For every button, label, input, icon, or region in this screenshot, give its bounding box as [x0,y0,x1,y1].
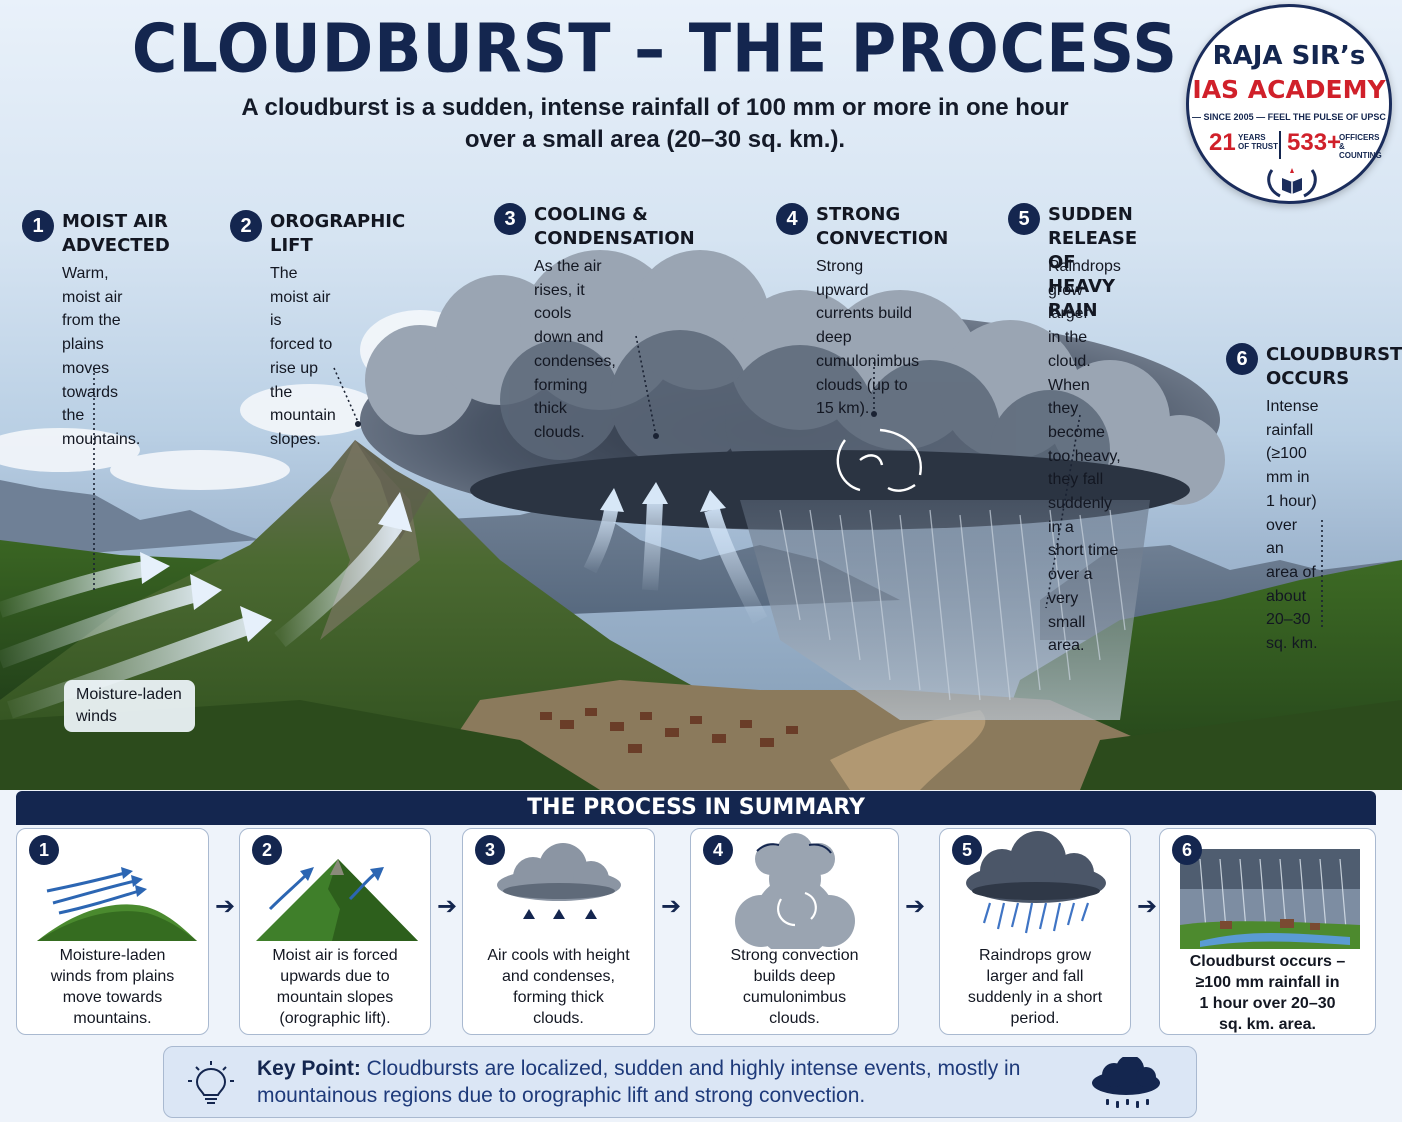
card-number: 3 [475,835,505,865]
page-subtitle: A cloudburst is a sudden, intense rainfa… [241,94,1069,153]
step-description: The moist air is forced to rise up the m… [270,265,336,448]
cumulonimbus-convection-icon [735,833,855,949]
logo-years-number: 21 [1209,129,1236,156]
wind-hill-icon [37,867,197,941]
step-number: 5 [1008,203,1040,235]
summary-card-3: 3 Air cools with height and condenses, f… [462,828,655,1035]
condensing-cloud-icon [497,843,621,919]
arrow-right-icon: ➔ [660,893,682,920]
step-description: Strong upward currents build deep cumulo… [816,258,920,418]
step-number: 2 [230,210,262,242]
card-number: 2 [252,835,282,865]
heavy-rain-cloud-icon [966,831,1106,934]
summary-card-5: 5 Raindrops grow larger and fall suddenl… [939,828,1131,1035]
logo-officers-label: OFFICERS & COUNTING [1339,133,1382,160]
arrow-right-icon: ➔ [904,893,926,920]
step-description: Warm, moist air from the plains moves to… [62,265,141,448]
step-heading: MOIST AIR ADVECTED [62,211,170,256]
card-text: Moisture-laden winds from plains move to… [50,947,175,1027]
cloudburst-scene-icon [1180,849,1360,949]
step-heading: CLOUDBURST OCCURS [1266,344,1402,389]
card-text: Raindrops grow larger and fall suddenly … [967,947,1103,1027]
card-text: Moist air is forced upwards due to mount… [272,947,398,1027]
academy-logo: RAJA SIR’s IAS ACADEMY — SINCE 2005 — FE… [1186,4,1392,204]
step-number: 6 [1226,343,1258,375]
card-number: 6 [1172,835,1202,865]
laurel-book-icon [1267,168,1317,198]
logo-years-label: YEARS OF TRUST [1238,133,1278,151]
card-text: Air cools with height and condenses, for… [487,947,630,1027]
step-heading: COOLING & CONDENSATION [534,204,695,249]
logo-officers-number: 533+ [1287,129,1342,156]
logo-separator [1279,131,1281,159]
logo-tagline: — SINCE 2005 — FEEL THE PULSE OF UPSC [1192,112,1386,122]
card-number: 1 [29,835,59,865]
step-description: Intense rainfall (≥100 mm in 1 hour) ove… [1266,398,1319,653]
lightbulb-icon [188,1061,234,1104]
card-number: 5 [952,835,982,865]
arrow-right-icon: ➔ [436,893,458,920]
key-point-label: Key Point: [257,1057,361,1080]
step-number: 4 [776,203,808,235]
step-number: 3 [494,203,526,235]
page-title: CLOUDBURST – THE PROCESS [131,9,1179,88]
card-text: Cloudburst occurs – ≥100 mm rainfall in … [1189,953,1346,1033]
hero-illustration: CLOUDBURST – THE PROCESS A cloudburst is… [0,0,1402,790]
summary-card-4: 4 Strong convection builds deep cumuloni… [690,828,899,1035]
summary-title: THE PROCESS IN SUMMARY [16,791,1376,825]
moisture-winds-label: Moisture-laden winds [64,680,195,732]
step-number: 1 [22,210,54,242]
key-point-box: Key Point: Cloudbursts are localized, su… [163,1046,1197,1118]
step-heading: SUDDEN RELEASE OF HEAVY RAIN [1048,204,1138,321]
card-text: Strong convection builds deep cumulonimb… [730,947,859,1027]
key-point-text: Key Point: Cloudbursts are localized, su… [257,1055,1077,1109]
key-point-body: Cloudbursts are localized, sudden and hi… [257,1057,1021,1107]
step-heading: OROGRAPHIC LIFT [270,211,406,256]
arrow-right-icon: ➔ [214,893,236,920]
summary-card-6: 6 Cloudburst occurs – ≥100 mm rainfall i… [1159,828,1376,1035]
logo-line2: IAS ACADEMY [1192,75,1386,104]
rain-cloud-icon [1092,1057,1160,1108]
logo-line1: RAJA SIR’s [1212,41,1366,71]
card-number: 4 [703,835,733,865]
step-description: As the air rises, it cools down and cond… [534,258,616,441]
summary-card-2: 2 Moist air is forced upwards due to mou… [239,828,431,1035]
arrow-right-icon: ➔ [1136,893,1158,920]
summary-card-1: 1 Moisture-laden winds from plains move … [16,828,209,1035]
step-heading: STRONG CONVECTION [816,204,949,249]
mountain-uplift-icon [256,859,418,941]
step-description: Raindrops grow larger in the cloud. When… [1048,258,1121,655]
